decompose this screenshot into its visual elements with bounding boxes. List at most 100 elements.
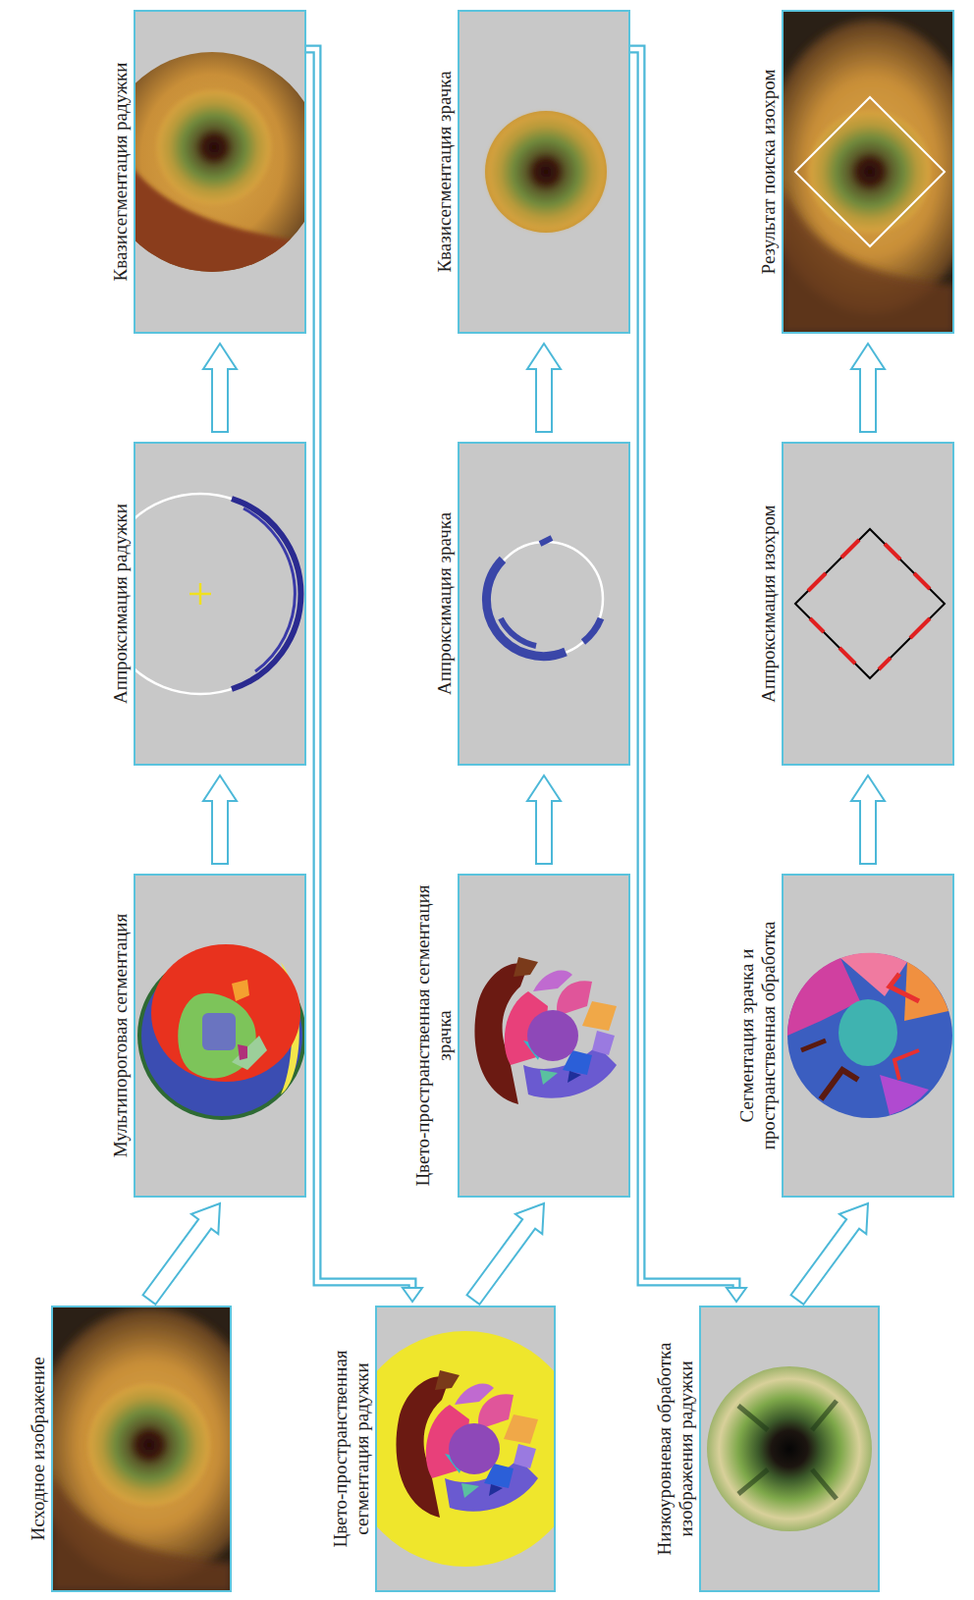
step-box: Аппроксимация радужки	[133, 441, 307, 766]
step-label: Цвето-пространственная сегментация радуж…	[329, 1307, 374, 1591]
illustration-part	[809, 110, 931, 233]
illustration-part	[795, 97, 945, 247]
step-label: Результат поиска изохром	[757, 11, 780, 332]
illustration-part	[151, 944, 301, 1083]
illustration-part	[787, 953, 953, 1119]
step-label: Исходное изображение	[27, 1307, 50, 1591]
step-label: Низкоуровневая обработка изображения рад…	[653, 1307, 698, 1591]
step-label: Цвето-пространственная сегментация зрачк…	[412, 875, 456, 1196]
illustration-part	[810, 618, 824, 633]
illustration-part	[910, 618, 930, 639]
illustration-part	[485, 110, 607, 233]
illustration-part	[540, 538, 552, 544]
pupil-color-segmentation	[457, 873, 631, 1198]
hollow-arrow	[851, 775, 885, 865]
illustration-part	[889, 974, 920, 1002]
illustration-part	[474, 957, 617, 1105]
return-line	[306, 49, 413, 1289]
illustration-part	[781, 873, 955, 1198]
pupil-quasi-image	[457, 9, 631, 334]
step-box: Цвето-пространственная сегментация радуж…	[375, 1305, 556, 1593]
hollow-arrow	[143, 1203, 220, 1305]
arrow-head	[402, 1288, 423, 1302]
step-box: Сегментация зрачка и пространственная об…	[781, 873, 955, 1198]
illustration-part	[133, 19, 307, 295]
illustration-part	[133, 873, 307, 1198]
illustration-part	[706, 1366, 872, 1532]
iris-fit-image	[133, 441, 307, 766]
enhanced-iris-image	[699, 1305, 880, 1593]
flow-arrow	[630, 49, 747, 1302]
illustration-part	[878, 657, 891, 670]
step-label: Аппроксимация радужки	[109, 443, 132, 764]
step-box: Квазисегментация зрачка	[457, 9, 631, 334]
step-box: Аппроксимация зрачка	[457, 441, 631, 766]
illustration-part	[894, 1050, 920, 1081]
pupil-segmentation-image	[781, 873, 955, 1198]
hollow-arrow	[527, 343, 561, 433]
return-line	[630, 49, 737, 1289]
illustration-part	[808, 573, 826, 592]
illustration-part	[202, 1013, 236, 1051]
step-box: Низкоуровневая обработка изображения рад…	[699, 1305, 880, 1593]
illustration-part	[133, 441, 307, 766]
flow-arrow	[203, 775, 237, 865]
illustration-part	[914, 573, 930, 590]
illustration-part	[231, 1035, 268, 1071]
illustration-part	[486, 559, 566, 657]
flow-arrow	[527, 343, 561, 433]
pupil-fit-image	[457, 441, 631, 766]
illustration-part	[133, 493, 301, 695]
step-box: Мультипороговая сегментация	[133, 873, 307, 1198]
illustration-part	[157, 90, 271, 205]
step-label: Сегментация зрачка и пространственная об…	[736, 875, 780, 1196]
illustration-part	[879, 1075, 929, 1116]
flow-arrow	[791, 1203, 868, 1305]
illustration-part	[839, 648, 856, 664]
isochrome-fit-image	[781, 441, 955, 766]
illustration-part	[457, 9, 631, 334]
arrow-head	[726, 1288, 747, 1302]
flow-arrow	[527, 775, 561, 865]
illustration-part	[375, 1331, 556, 1568]
step-box: Аппроксимация изохром	[781, 441, 955, 766]
flow-arrow	[851, 343, 885, 433]
flow-arrow	[203, 343, 237, 433]
illustration-part	[457, 441, 631, 766]
flow-arrow	[143, 1203, 220, 1305]
illustration-part	[795, 529, 945, 679]
illustration-part	[500, 618, 537, 647]
step-label: Аппроксимация зрачка	[433, 443, 456, 764]
flow-arrow	[467, 1203, 544, 1305]
illustration-part	[231, 498, 301, 690]
illustration-part	[884, 543, 901, 560]
return-line-inner	[306, 49, 413, 1289]
illustration-part	[838, 999, 898, 1067]
hollow-arrow	[851, 343, 885, 433]
illustration-part	[189, 593, 212, 596]
iris-quasi-image	[133, 9, 307, 334]
illustration-part	[231, 979, 250, 1002]
step-label: Аппроксимация изохром	[757, 443, 780, 764]
illustration-part	[781, 441, 955, 766]
illustration-part	[841, 540, 860, 558]
flow-arrow	[851, 775, 885, 865]
step-box: Результат поиска изохром	[781, 9, 955, 334]
illustration-part	[801, 1040, 826, 1051]
step-box: Цвето-пространственная сегментация зрачк…	[457, 873, 631, 1198]
illustration-part	[88, 1384, 211, 1507]
illustration-part	[699, 1305, 880, 1593]
flow-arrow	[306, 49, 423, 1302]
result-photo	[781, 9, 955, 334]
iris-color-segmentation	[375, 1305, 556, 1593]
illustration-part	[583, 618, 601, 643]
hollow-arrow	[791, 1203, 868, 1305]
hollow-arrow	[527, 775, 561, 865]
illustration-part	[738, 1401, 837, 1500]
step-box: Квазисегментация радужки	[133, 9, 307, 334]
illustration-part	[243, 508, 295, 672]
multithreshold-image	[133, 873, 307, 1198]
